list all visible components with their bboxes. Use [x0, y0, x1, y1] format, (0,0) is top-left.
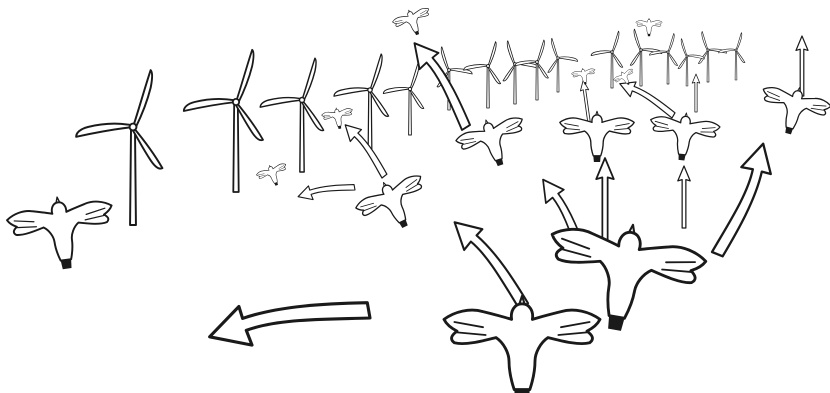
wind-turbine-icon: [383, 62, 423, 135]
wind-turbine-icon: [630, 29, 662, 86]
wind-turbine-icon: [548, 38, 578, 92]
curved-arrow-icon: [205, 284, 371, 352]
bird-of-prey-icon: [444, 296, 600, 393]
arrow-up-icon: [692, 74, 700, 112]
arrow-up-icon: [796, 36, 808, 96]
bird-of-prey-icon: [351, 167, 437, 243]
bird-of-prey-icon: [647, 109, 721, 164]
wind-turbine-icon: [515, 40, 548, 100]
curved-arrow-icon: [447, 211, 538, 312]
arrow-up-icon: [579, 80, 593, 123]
wind-turbine-icon: [649, 33, 677, 84]
wind-turbine-icon: [260, 58, 323, 172]
curved-arrow-icon: [708, 139, 781, 261]
bird-of-prey-icon: [5, 190, 120, 276]
wind-turbine-icon: [719, 33, 745, 80]
arrow-up-icon: [678, 166, 690, 228]
wind-turbine-icon: [464, 42, 501, 108]
bird-of-prey-icon: [560, 111, 634, 162]
wind-turbine-icon: [503, 41, 538, 104]
curved-arrow-icon: [340, 119, 392, 180]
flight-path-arrows: [205, 35, 808, 352]
curved-arrow-icon: [297, 178, 356, 202]
wind-turbine-near-row: [76, 50, 388, 225]
bird-of-prey-icon: [255, 160, 292, 191]
bird-of-prey-icon: [636, 18, 662, 36]
arrow-up-icon: [596, 158, 614, 246]
bird-of-prey-icon: [754, 79, 830, 142]
wind-turbine-icon: [184, 50, 263, 192]
bird-of-prey-icon: [391, 3, 436, 41]
